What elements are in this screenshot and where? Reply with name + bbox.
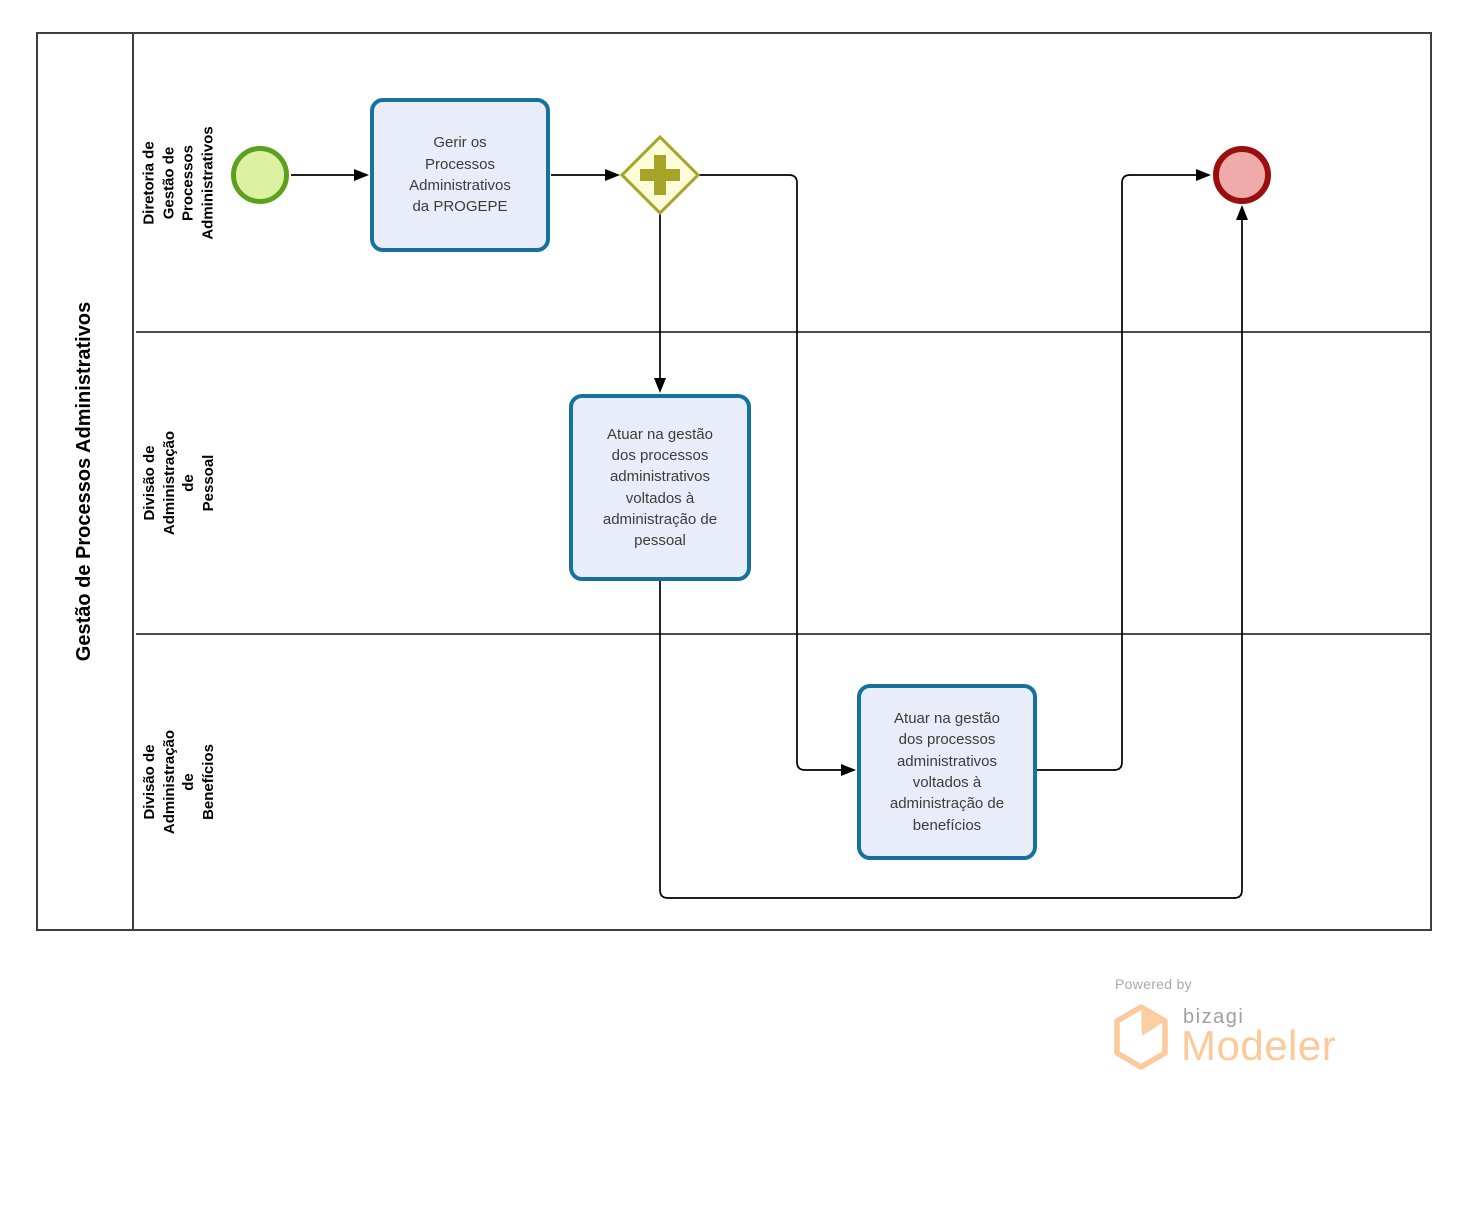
bizagi-wordmark: bizagi <box>1183 1006 1245 1028</box>
pool-title-band: Gestão de Processos Administrativos <box>38 34 134 929</box>
task-administracao-beneficios[interactable]: Atuar na gestão dos processos administra… <box>857 684 1037 860</box>
modeler-wordmark: Modeler <box>1181 1022 1337 1069</box>
bizagi-hexagon-icon <box>1114 1004 1168 1070</box>
pool-title: Gestão de Processos Administrativos <box>73 301 96 662</box>
lane-label-band: Divisão de Administração de Benefícios <box>136 635 222 929</box>
lane-label-band: Divisão de Administração de Pessoal <box>136 333 222 633</box>
lane-pessoal: Divisão de Administração de Pessoal <box>136 331 1430 633</box>
plus-icon <box>640 155 680 195</box>
lane-diretoria-label: Diretoria de Gestão de Processos Adminis… <box>141 125 217 240</box>
lane-pessoal-label: Divisão de Administração de Pessoal <box>141 430 217 536</box>
start-event[interactable] <box>231 146 289 204</box>
powered-by-label: Powered by <box>1115 976 1192 992</box>
lane-beneficios: Divisão de Administração de Benefícios <box>136 633 1430 929</box>
task-administracao-pessoal[interactable]: Atuar na gestão dos processos administra… <box>569 394 751 581</box>
lane-label-band: Diretoria de Gestão de Processos Adminis… <box>136 34 222 331</box>
lane-beneficios-label: Divisão de Administração de Benefícios <box>141 729 217 835</box>
parallel-gateway[interactable] <box>620 135 700 215</box>
end-event[interactable] <box>1213 146 1271 204</box>
task-gerir-processos[interactable]: Gerir os Processos Administrativos da PR… <box>370 98 550 252</box>
